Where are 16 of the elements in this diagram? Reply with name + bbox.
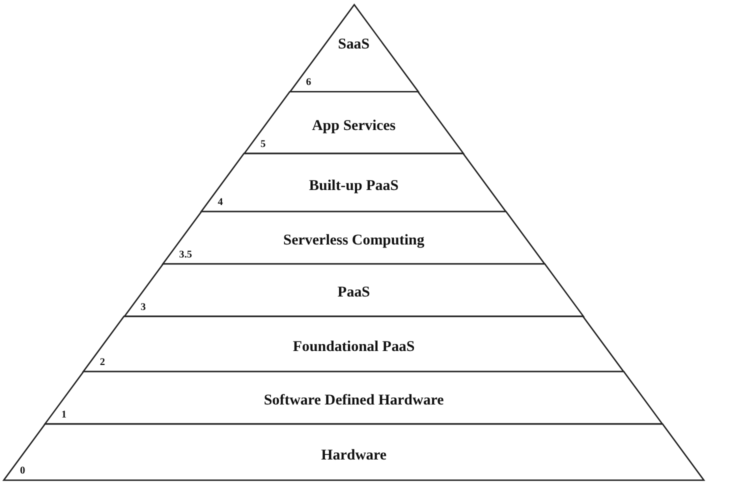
layer-label: Software Defined Hardware [262, 392, 445, 410]
layer-number: 2 [100, 356, 106, 368]
layer-number: 3 [140, 301, 146, 313]
layer-label: Foundational PaaS [292, 339, 416, 356]
layer-number: 4 [218, 196, 223, 208]
layer-label: Built-up PaaS [308, 178, 400, 195]
layer-number: 1 [61, 409, 66, 420]
layer-number: 3.5 [179, 248, 192, 260]
layer-number: 0 [20, 465, 26, 476]
layer-label: Serverless Computing [282, 232, 426, 250]
layer-label: PaaS [336, 284, 371, 302]
layer-label: Hardware [320, 447, 388, 464]
layer-label: App Services [311, 118, 397, 136]
layer-label: SaaS [336, 36, 371, 54]
layer-number: 6 [306, 76, 312, 88]
layer-number: 5 [260, 138, 266, 150]
